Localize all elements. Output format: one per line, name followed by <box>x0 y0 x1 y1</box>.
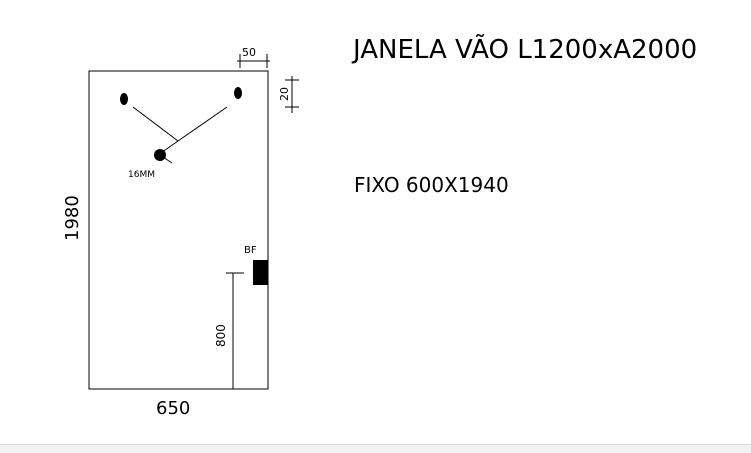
hole-leader-lines <box>132 106 228 164</box>
dimension-right <box>285 76 299 113</box>
dimension-height-label: 1980 <box>62 195 83 241</box>
hole-top-right <box>234 87 242 99</box>
dimension-handle-label: 800 <box>214 324 228 347</box>
bottom-strip <box>0 444 751 453</box>
dimension-top <box>237 54 270 68</box>
dimension-handle <box>226 272 244 389</box>
dimension-right-label: 20 <box>278 87 291 101</box>
drawing-title: JANELA VÃO L1200xA2000 <box>353 35 698 65</box>
hole-top-left <box>120 93 128 105</box>
drawing-subtitle: FIXO 600X1940 <box>354 173 509 197</box>
glass-panel <box>88 70 269 390</box>
dimension-top-label: 50 <box>242 46 256 59</box>
hole-size-label: 16MM <box>128 170 155 180</box>
fitting-block <box>253 260 268 285</box>
dimension-width-label: 650 <box>156 398 190 419</box>
fitting-label: BF <box>244 245 257 256</box>
